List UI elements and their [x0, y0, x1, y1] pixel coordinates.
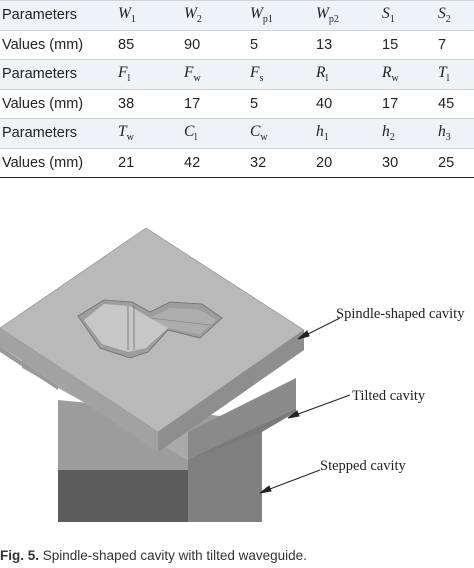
parameter-value: 90	[184, 30, 250, 60]
parameter-symbol: Cw	[250, 118, 316, 149]
parameter-value: 21	[118, 148, 184, 178]
parameter-symbol: Wp1	[250, 0, 316, 31]
parameter-symbol: Fs	[250, 59, 316, 90]
parameter-value: 17	[184, 89, 250, 119]
parameter-symbol: W1	[118, 0, 184, 31]
parameter-symbol: h1	[316, 118, 382, 149]
parameter-value: 85	[118, 30, 184, 60]
parameter-value: 15	[382, 30, 438, 60]
parameter-symbol: Wp2	[316, 0, 382, 31]
callout-arrows	[259, 317, 351, 494]
parameter-symbol: W2	[184, 0, 250, 31]
parameter-value: 7	[438, 30, 474, 60]
parameter-value: 45	[438, 89, 474, 119]
row-label: Values (mm)	[0, 30, 118, 60]
parameter-symbol: Rl	[316, 59, 382, 90]
parameter-value: 25	[438, 148, 474, 178]
waveguide-diagram: Spindle-shaped cavity Tilted cavity Step…	[0, 227, 465, 522]
parameter-symbol: Fl	[118, 59, 184, 90]
parameter-symbol: Tw	[118, 118, 184, 149]
row-label: Values (mm)	[0, 89, 118, 119]
parameter-symbol: Fw	[184, 59, 250, 90]
caption-text: Spindle-shaped cavity with tilted wavegu…	[39, 548, 307, 563]
parameter-value: 20	[316, 148, 382, 178]
row-label: Values (mm)	[0, 148, 118, 178]
parameter-value: 42	[184, 148, 250, 178]
parameter-symbol: S2	[438, 0, 474, 31]
parameter-value: 5	[250, 30, 316, 60]
figure-caption: Fig. 5. Spindle-shaped cavity with tilte…	[0, 548, 307, 563]
row-label: Parameters	[0, 118, 118, 149]
row-label: Parameters	[0, 0, 118, 31]
parameter-value: 13	[316, 30, 382, 60]
stepped-cavity-label: Stepped cavity	[320, 458, 407, 474]
spindle-cavity-label: Spindle-shaped cavity	[336, 306, 465, 322]
parameter-symbol: S1	[382, 0, 438, 31]
caption-prefix: Fig. 5.	[0, 548, 40, 563]
parameter-value: 17	[382, 89, 438, 119]
parameter-symbol: Rw	[382, 59, 438, 90]
parameter-value: 30	[382, 148, 438, 178]
parameter-value: 5	[250, 89, 316, 119]
row-label: Parameters	[0, 59, 118, 90]
parameter-value: 38	[118, 89, 184, 119]
parameter-symbol: Cl	[184, 118, 250, 149]
parameter-value: 40	[316, 89, 382, 119]
parameter-symbol: Tl	[438, 59, 474, 90]
parameter-symbol: h3	[438, 118, 474, 149]
parameter-symbol: h2	[382, 118, 438, 149]
tilted-cavity-label: Tilted cavity	[352, 388, 426, 404]
spindle-cavity-cutout	[77, 299, 223, 359]
parameter-value: 32	[250, 148, 316, 178]
